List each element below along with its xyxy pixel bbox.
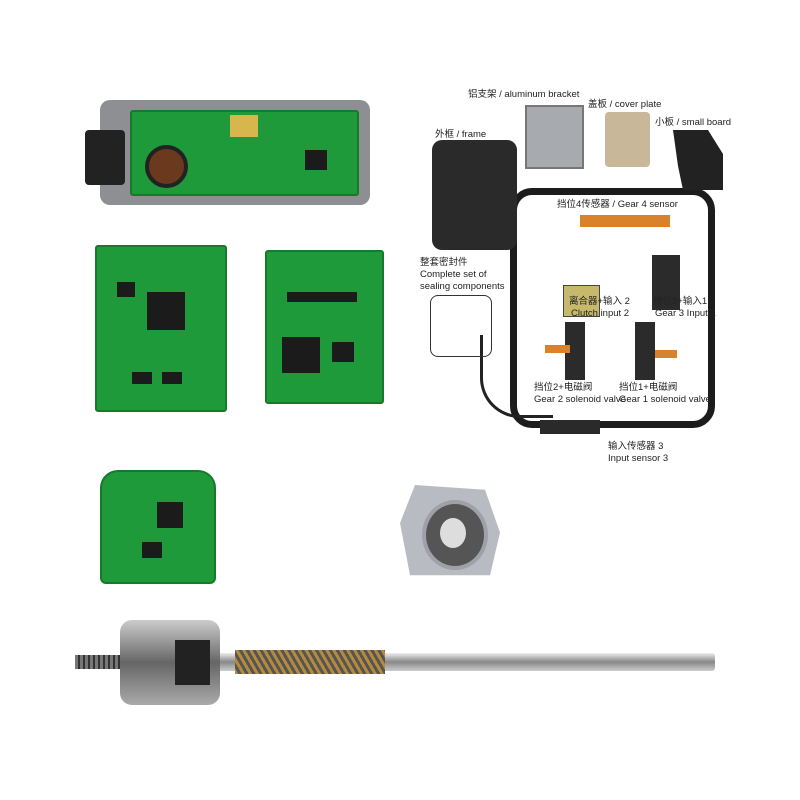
release-bearing	[400, 485, 500, 580]
pcb1-chip	[117, 282, 135, 297]
gear3-sensor-part	[652, 255, 680, 310]
label-clutch-cn: 离合器+输入 2	[569, 296, 630, 307]
label-gear1-en: Gear 1 solenoid valve	[619, 394, 711, 405]
gear1-valve-part	[635, 322, 655, 380]
pcb2-chip-row	[287, 292, 357, 302]
label-aluminum-bracket: 铝支架 / aluminum bracket	[468, 89, 580, 100]
pcb1-chip	[132, 372, 152, 384]
relay	[230, 115, 258, 137]
label-input3-en: Input sensor 3	[608, 453, 669, 464]
frame-cable	[480, 335, 553, 418]
sealing-gasket	[430, 295, 492, 357]
pcb3-chip	[142, 542, 162, 558]
housing-connector	[85, 130, 125, 185]
gear4-sensor-flex	[580, 215, 670, 227]
shaft-thread	[235, 650, 385, 674]
label-sealing-en1: Complete set of	[420, 269, 487, 280]
pcb1-main-chip	[147, 292, 185, 330]
outer-frame	[510, 188, 715, 428]
label-input3-cn: 输入传感器 3	[608, 441, 664, 452]
label-sealing-cn: 整套密封件	[420, 257, 468, 268]
gear2-valve-part	[565, 322, 585, 380]
bearing-bore	[440, 518, 466, 548]
pcb-board-1	[95, 245, 227, 412]
pcb2-main-chip	[282, 337, 320, 373]
pcb3-main-chip	[157, 502, 183, 528]
aluminum-bracket-part	[525, 105, 584, 169]
label-gear4-sensor: 挡位4传感器 / Gear 4 sensor	[557, 199, 678, 210]
cover-plate-part	[605, 112, 650, 167]
label-clutch-en: Clutch input 2	[571, 308, 630, 319]
gear2-flex	[545, 345, 570, 353]
frame-connector	[432, 140, 517, 250]
label-gear3-cn: 挡位3+输入1	[653, 296, 708, 307]
housing-chip	[305, 150, 327, 170]
pcb-board-3	[100, 470, 216, 584]
clutch-sensor-part	[563, 285, 600, 317]
label-gear2-en: Gear 2 solenoid valve	[534, 394, 626, 405]
shaft-nut-body	[175, 640, 210, 685]
label-small-board: 小板 / small board	[655, 117, 732, 128]
label-gear2-cn: 挡位2+电磁阀	[534, 382, 593, 393]
ball-screw-shaft	[75, 615, 720, 715]
label-gear3-en: Gear 3 Input 1	[655, 308, 716, 319]
controller-housing	[85, 100, 370, 205]
input-sensor-3-part	[540, 420, 600, 434]
inductor	[145, 145, 188, 188]
gear1-flex	[655, 350, 677, 358]
label-frame: 外框 / frame	[435, 129, 487, 140]
pcb1-chip	[162, 372, 182, 384]
shaft-end	[75, 655, 125, 669]
label-cover-plate: 盖板 / cover plate	[588, 99, 662, 110]
pcb-board-2	[265, 250, 384, 404]
label-sealing-en2: sealing components	[420, 281, 505, 292]
label-gear1-cn: 挡位1+电磁阀	[619, 382, 678, 393]
pcb2-chip	[332, 342, 354, 362]
small-board-part	[673, 130, 723, 190]
